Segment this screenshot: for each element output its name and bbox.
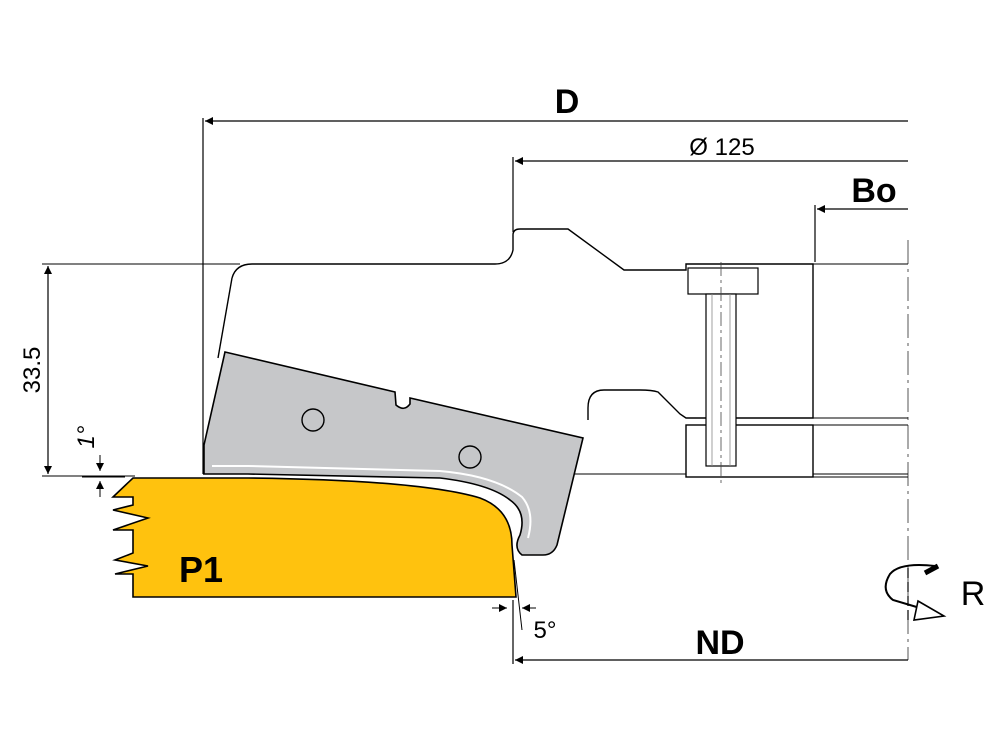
profile-label: P1: [179, 549, 223, 590]
dimension-D: D: [202, 83, 908, 474]
angle-top-label: 1°: [73, 425, 100, 448]
dimension-D-label: D: [555, 83, 580, 121]
cutter-diameter-label: Ø 125: [689, 134, 754, 161]
knife-blade: [203, 351, 584, 556]
dimension-cutter-diameter: Ø 125: [512, 134, 908, 232]
angle-top: 1°: [73, 425, 125, 497]
bore-label: Bo: [851, 172, 896, 210]
workpiece-profile: P1: [110, 477, 517, 598]
nominal-diameter-label: ND: [695, 624, 744, 662]
rotation-arrow-icon: [884, 563, 947, 621]
bolt-assembly: [685, 262, 908, 486]
knife-hole-2: [458, 445, 482, 469]
height-label: 33.5: [19, 347, 46, 394]
knife-hole-1: [301, 408, 325, 432]
dimension-nominal-diameter: ND: [512, 600, 908, 664]
angle-bottom: 5°: [492, 559, 557, 644]
rotation-label: R: [961, 575, 986, 613]
dimension-bore: Bo: [814, 172, 908, 262]
angle-bottom-label: 5°: [534, 617, 557, 644]
dimension-height: 33.5: [19, 263, 240, 477]
